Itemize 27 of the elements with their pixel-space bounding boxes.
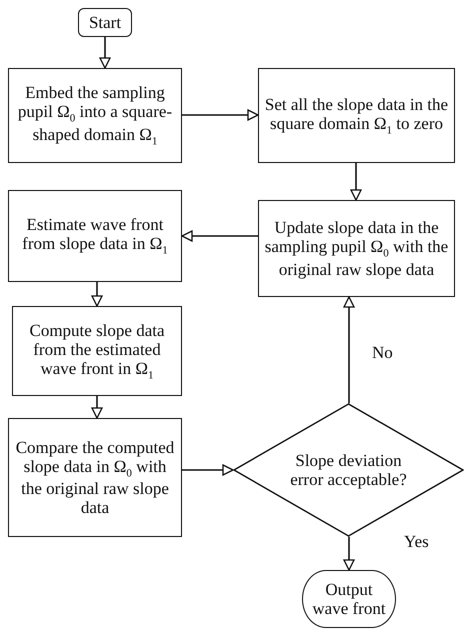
arrow: [91, 396, 103, 419]
process-box: [258, 200, 455, 297]
node-text: Compute slope data from the estimated wave front in Ω$_{1}$: [28, 320, 166, 384]
node-text: Compare the computed slope data in Ω$_{0}$ with the original raw slope data: [14, 436, 176, 520]
arrow: [182, 109, 259, 121]
node-text: Update slope data in the sampling pupil Ω$_{0}$ with the original raw slope data: [264, 217, 450, 281]
node-text: Embed the sampling pupil Ω$_{0}$ into a square-shaped domain Ω$_{1}$: [16, 82, 174, 150]
arrow: [99, 37, 111, 69]
decision-diamond: [233, 403, 464, 537]
arrow: [91, 282, 103, 307]
node-text: Set all the slope data in the square domain Ω$_{1}$ to zero: [264, 94, 450, 138]
node-text: Output wave front: [311, 578, 387, 620]
start-terminal: [78, 8, 132, 37]
node-text: Estimate wave front from slope data in Ω$_{1}$: [21, 214, 169, 259]
arrow: [181, 230, 258, 242]
process-box: [12, 306, 182, 396]
arrow: [343, 296, 355, 404]
end-terminal: [302, 570, 396, 628]
arrow: [343, 536, 355, 571]
process-box: [8, 190, 182, 282]
arrow: [350, 163, 362, 201]
node-text: Slope deviation error acceptable?: [289, 450, 408, 491]
process-box: [8, 68, 182, 163]
node-text: Start: [88, 12, 122, 34]
process-box: [258, 68, 455, 163]
process-box: [8, 418, 182, 537]
arrow: [182, 464, 234, 476]
